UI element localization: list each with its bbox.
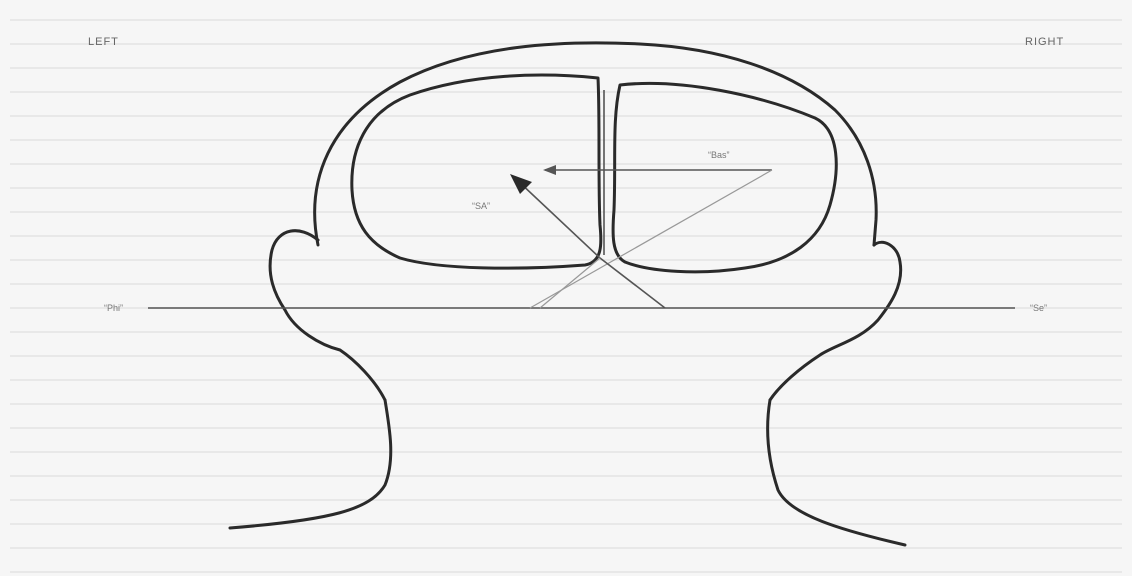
- background-rules: [10, 20, 1122, 572]
- right-label: RIGHT: [1025, 36, 1064, 48]
- skull-outline: [315, 43, 877, 245]
- vector-top-label: “Bas”: [708, 150, 730, 160]
- right-hemisphere: [613, 83, 836, 271]
- arrow-line: [517, 180, 600, 258]
- axis-right-label: “Se”: [1030, 303, 1047, 313]
- left-label: LEFT: [88, 36, 119, 48]
- left-hemisphere: [352, 75, 601, 268]
- vector-arrow-label: “SA”: [472, 201, 490, 211]
- left-neck: [230, 400, 391, 528]
- top-arrowhead: [543, 165, 556, 175]
- diagonal-line-1: [530, 170, 772, 308]
- axis-left-label: “Phi”: [104, 303, 123, 313]
- left-ear: [270, 231, 385, 400]
- right-ear: [770, 242, 901, 400]
